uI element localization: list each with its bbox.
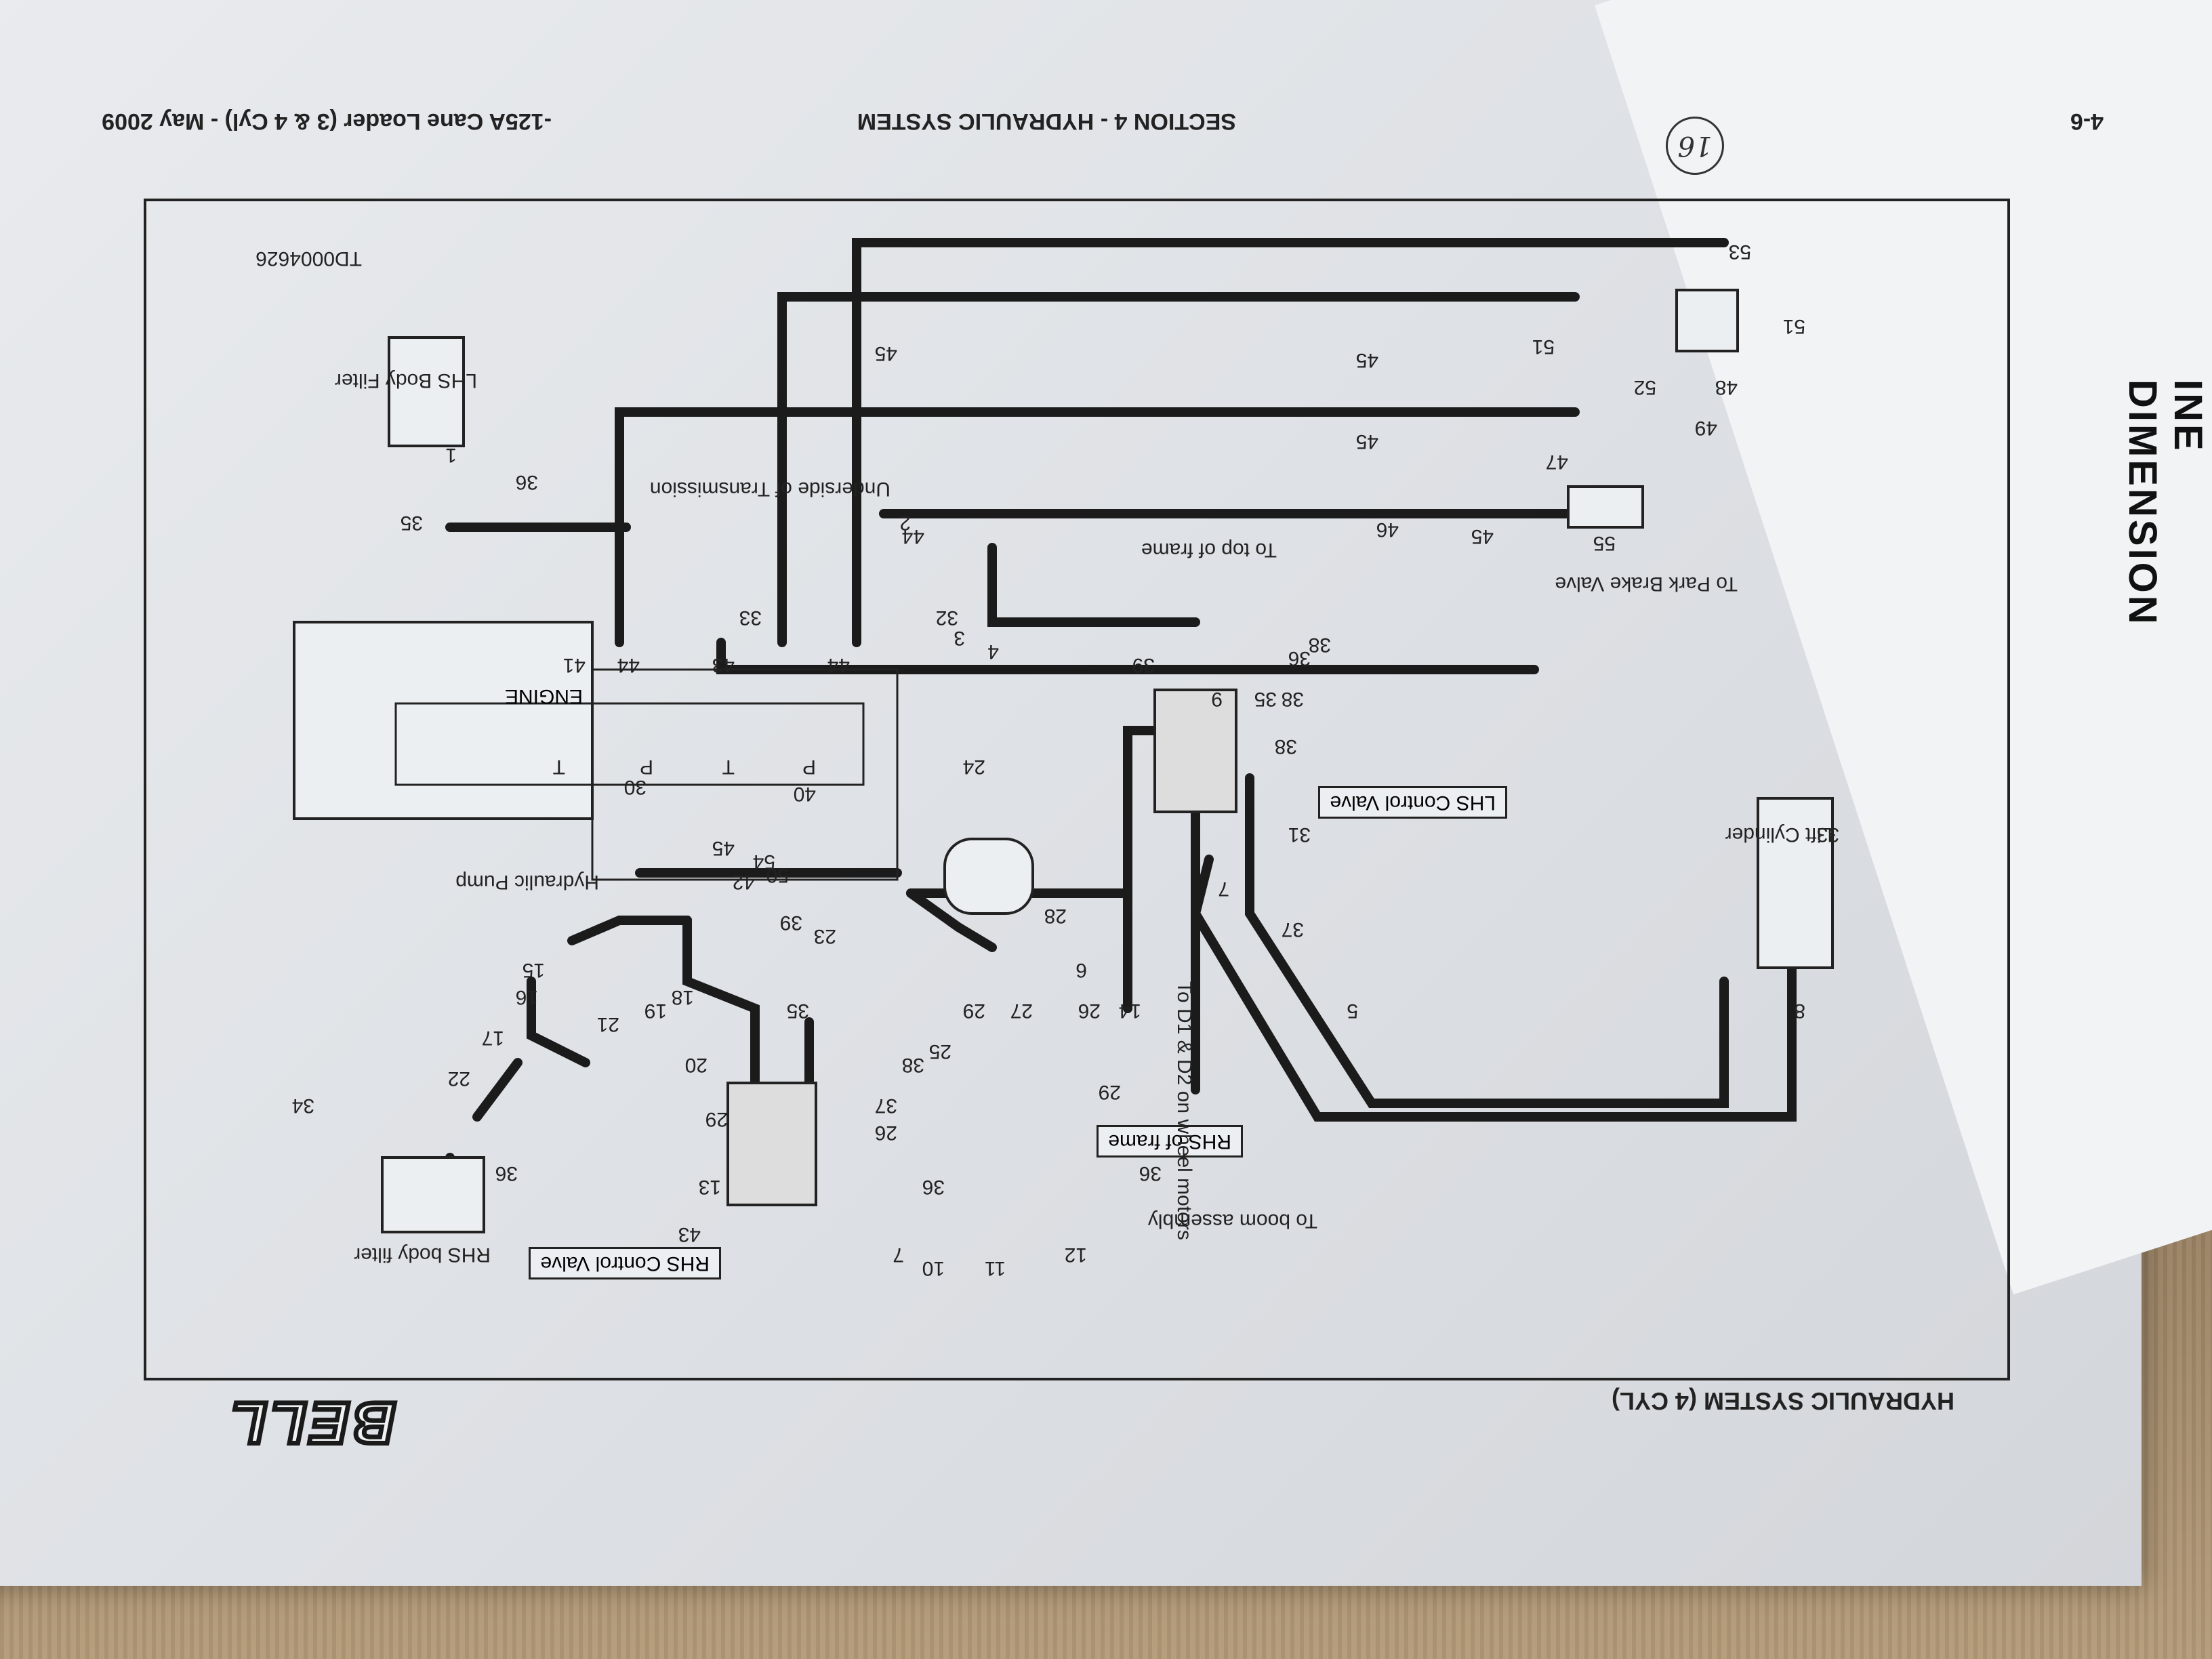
- callout: 11: [984, 1257, 1006, 1279]
- callout: 25: [928, 1040, 951, 1063]
- callout: 5: [1347, 1000, 1358, 1022]
- callout: 47: [1545, 451, 1568, 473]
- callout: 51: [1532, 335, 1555, 358]
- callout: 28: [1044, 905, 1067, 927]
- rhs-body-filter-label: RHS body filter: [354, 1244, 491, 1266]
- rhs-control-valve-label: RHS Control Valve: [529, 1247, 721, 1279]
- callout: 43: [712, 654, 735, 676]
- callout: 54: [752, 851, 775, 873]
- callout: 7: [893, 1244, 904, 1266]
- callout: 37: [874, 1094, 897, 1117]
- callout: 45: [1471, 525, 1494, 548]
- port-p2: P: [802, 756, 816, 778]
- callout: 12: [1064, 1244, 1087, 1266]
- callout: 40: [793, 783, 816, 805]
- callout: 7: [1218, 878, 1229, 900]
- callout: 36: [1139, 1162, 1162, 1185]
- callout: 15: [522, 959, 545, 981]
- callout: 30: [623, 776, 647, 798]
- callout: 55: [1593, 532, 1616, 554]
- callout: 45: [712, 837, 735, 859]
- callout: 34: [291, 1094, 314, 1117]
- port-p1: P: [639, 756, 653, 778]
- lhs-control-valve-label: LHS Control Valve: [1318, 786, 1507, 819]
- callout: 38: [901, 1054, 924, 1076]
- callout: 6: [1076, 959, 1087, 981]
- diagram-title: HYDRAULIC SYSTEM (4 CYL): [1611, 1387, 1954, 1415]
- callout: 44: [901, 525, 924, 548]
- callout: 35: [400, 512, 423, 534]
- callout: 18: [671, 986, 694, 1008]
- callout: 20: [684, 1054, 708, 1076]
- callout: 32: [935, 607, 958, 629]
- callout: 35: [1254, 688, 1277, 710]
- rhs-of-frame-label: RHS of frame: [1097, 1125, 1243, 1158]
- callout: 33: [1816, 823, 1839, 846]
- callout: 8: [1794, 1000, 1805, 1022]
- callout: 38: [1308, 634, 1331, 656]
- callout: 49: [1694, 417, 1717, 439]
- callout: 45: [1355, 349, 1378, 371]
- callout: 3: [954, 627, 965, 649]
- callout: 29: [962, 1000, 985, 1022]
- wheel-motors-label: To D1 & D2 on wheel motors: [1173, 981, 1195, 1240]
- port-t1: T: [722, 756, 735, 778]
- callout: 41: [562, 654, 586, 676]
- callout: 22: [447, 1067, 470, 1090]
- callout: 45: [1355, 430, 1378, 453]
- callout: 9: [1211, 688, 1223, 710]
- callout: 4: [987, 640, 999, 663]
- callout: 38: [1274, 735, 1297, 758]
- callout: 39: [779, 912, 802, 934]
- park-brake-label: To Park Brake Valve: [1555, 573, 1738, 595]
- callout: 1: [445, 444, 457, 466]
- callout: 48: [1715, 376, 1738, 398]
- callout: 26: [874, 1122, 897, 1144]
- callout: 46: [1376, 518, 1399, 541]
- callout: 35: [786, 1000, 809, 1022]
- callout: 29: [1098, 1081, 1121, 1103]
- callout: 29: [705, 1108, 728, 1130]
- callout: 36: [515, 471, 538, 493]
- engine-label: ENGINE: [504, 685, 583, 708]
- callout: 36: [1288, 647, 1311, 670]
- bell-logo: BELL: [225, 1388, 398, 1458]
- callout: 45: [874, 342, 897, 365]
- callout: 39: [1132, 654, 1155, 676]
- callout: 51: [1782, 315, 1805, 337]
- callout: 36: [495, 1162, 518, 1185]
- callout: 44: [827, 654, 850, 676]
- top-of-frame-label: To top of frame: [1141, 539, 1277, 561]
- callout: 27: [1010, 1000, 1033, 1022]
- callout: 42: [732, 871, 755, 893]
- diagram-code: TD0004626: [255, 247, 362, 270]
- callout: 13: [698, 1176, 721, 1198]
- callout: 43: [678, 1223, 701, 1246]
- callout: 23: [813, 925, 836, 947]
- callout: 38: [1281, 688, 1304, 710]
- callout: 10: [922, 1257, 945, 1279]
- callout: 36: [922, 1176, 945, 1198]
- lhs-body-filter-label: LHS Body Filter: [334, 369, 477, 392]
- callout: 19: [644, 1000, 667, 1022]
- port-t2: T: [552, 756, 565, 778]
- partial-side-heading: INE DIMENSION: [2121, 380, 2210, 627]
- callout: 53: [1728, 241, 1751, 263]
- callout: 21: [596, 1013, 619, 1036]
- callout: 52: [1633, 376, 1656, 398]
- callout: 44: [617, 654, 640, 676]
- callout: 33: [739, 607, 762, 629]
- callout: 14: [1118, 1000, 1141, 1022]
- callout: 31: [1288, 823, 1311, 846]
- callout: 37: [1281, 918, 1304, 941]
- callout: 26: [1078, 1000, 1101, 1022]
- boom-assembly-label: To boom assembly: [1147, 1210, 1317, 1232]
- callout: 16: [515, 986, 538, 1008]
- hydraulic-pump-label: Hydraulic Pump: [455, 871, 599, 893]
- callout: 24: [962, 756, 985, 778]
- callout: 17: [481, 1027, 504, 1049]
- underside-transmission-label: Underside of Transmission: [649, 478, 890, 500]
